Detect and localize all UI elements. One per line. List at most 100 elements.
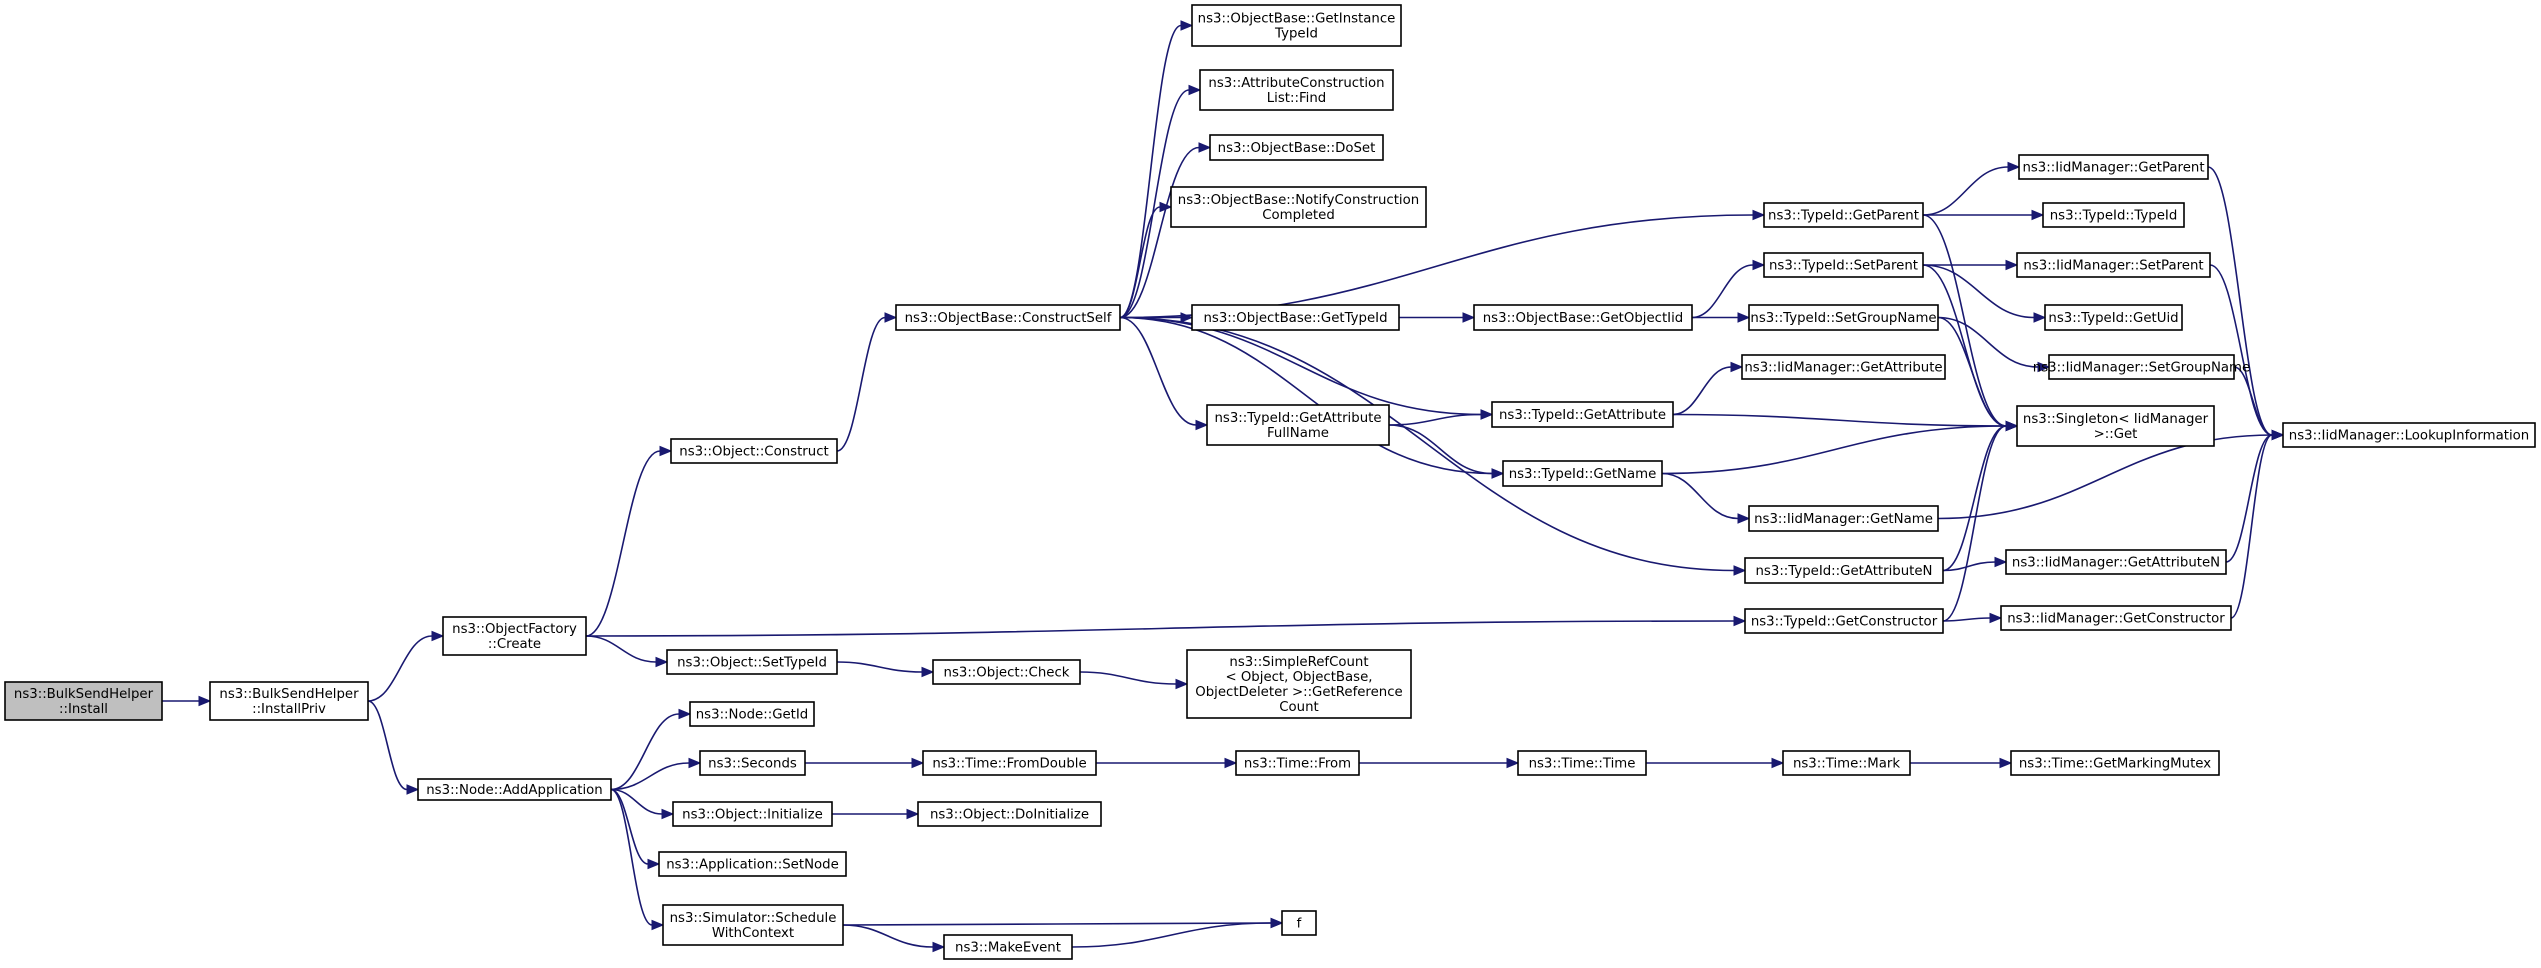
edge-n3-to-n5 (585, 445, 673, 637)
edge-line (1672, 366, 1732, 416)
graph-node-n5[interactable]: ns3::Object::Construct (670, 438, 838, 464)
node-box (672, 801, 833, 827)
edge-line (610, 788, 649, 865)
edge-n2-to-n4 (367, 700, 420, 795)
edge-arrowhead (1999, 757, 2013, 769)
graph-node-n33[interactable]: ns3::Object::Check (932, 659, 1081, 685)
graph-node-n36[interactable]: ns3::Seconds (699, 750, 806, 776)
edge-arrowhead (2031, 209, 2045, 221)
edge-line (1119, 146, 1200, 319)
node-label-line: WithContext (712, 926, 794, 941)
graph-node-n20[interactable]: ns3::IidManager::GetName (1748, 505, 1939, 532)
edge-line (1942, 617, 1991, 622)
edge-n13-to-n17 (1691, 259, 1766, 319)
graph-node-n22[interactable]: ns3::TypeId::GetConstructor (1744, 608, 1944, 634)
graph-node-n26[interactable]: ns3::TypeId::GetUid (2044, 304, 2183, 331)
node-box (2010, 750, 2220, 776)
edge-n16-to-n23 (1922, 161, 2021, 216)
node-box (1517, 750, 1647, 776)
graph-node-n35[interactable]: ns3::Node::GetId (689, 701, 815, 727)
graph-node-n9[interactable]: ns3::ObjectBase::DoSet (1209, 134, 1384, 161)
graph-node-n47[interactable]: f (1281, 910, 1317, 936)
graph-node-n38[interactable]: ns3::Time::From (1235, 750, 1360, 776)
graph-node-n40[interactable]: ns3::Time::Mark (1782, 750, 1911, 776)
graph-node-n29[interactable]: ns3::IidManager::GetAttributeN (2005, 549, 2227, 575)
node-label-line: ns3::TypeId::GetAttribute (1499, 408, 1666, 423)
edge-arrowhead (1180, 312, 1194, 323)
graph-node-n13[interactable]: ns3::ObjectBase::GetObjectIid (1473, 304, 1693, 331)
edge-n37-to-n38 (1096, 757, 1238, 769)
graph-node-n43[interactable]: ns3::Object::DoInitialize (917, 801, 1102, 827)
edge-arrowhead (1180, 20, 1194, 31)
node-label-line: ns3::BulkSendHelper (14, 687, 154, 702)
graph-node-n32[interactable]: ns3::Object::SetTypeId (666, 649, 838, 675)
edge-arrowhead (647, 858, 661, 870)
graph-node-n3[interactable]: ns3::ObjectFactory::Create (442, 616, 587, 656)
node-label-line: ns3::TypeId::TypeId (2050, 209, 2178, 224)
edge-n38-to-n39 (1359, 757, 1520, 769)
edge-line (1691, 264, 1754, 319)
graph-node-n31[interactable]: ns3::IidManager::LookupInformation (2282, 422, 2536, 448)
graph-node-n10[interactable]: ns3::ObjectBase::NotifyConstructionCompl… (1170, 186, 1427, 228)
graph-node-n41[interactable]: ns3::Time::GetMarkingMutex (2010, 750, 2220, 776)
graph-node-n14[interactable]: ns3::TypeId::GetAttribute (1491, 401, 1674, 428)
edge-n22-to-n28 (1942, 420, 2019, 622)
graph-node-n17[interactable]: ns3::TypeId::SetParent (1763, 252, 1924, 278)
graph-node-n37[interactable]: ns3::Time::FromDouble (922, 750, 1097, 776)
graph-node-n25[interactable]: ns3::IidManager::SetParent (2016, 252, 2211, 278)
graph-node-n24[interactable]: ns3::TypeId::TypeId (2042, 202, 2185, 228)
edge-line (2225, 434, 2273, 563)
edge-n3-to-n32 (585, 635, 669, 668)
graph-node-n39[interactable]: ns3::Time::Time (1517, 750, 1647, 776)
node-label-line: ns3::Time::Time (1529, 757, 1636, 772)
node-label-line: >::Get (2094, 427, 2138, 442)
edge-arrowhead (1224, 757, 1238, 769)
edge-arrowhead (1989, 612, 2003, 624)
edge-arrowhead (1752, 209, 1766, 221)
edge-line (842, 924, 934, 948)
node-label-line: ns3::Object::Construct (679, 445, 828, 460)
graph-node-n30[interactable]: ns3::IidManager::GetConstructor (2000, 605, 2232, 631)
edge-line (610, 713, 680, 791)
graph-node-n34[interactable]: ns3::SimpleRefCount< Object, ObjectBase,… (1186, 649, 1412, 719)
graph-node-n21[interactable]: ns3::TypeId::GetAttributeN (1744, 557, 1944, 584)
graph-node-n2[interactable]: ns3::BulkSendHelper::InstallPriv (209, 681, 369, 721)
node-box (2016, 252, 2211, 278)
graph-node-n11[interactable]: ns3::ObjectBase::GetTypeId (1191, 304, 1400, 331)
graph-node-n42[interactable]: ns3::Object::Initialize (672, 801, 833, 827)
node-label-line: ns3::TypeId::SetParent (1769, 259, 1918, 274)
node-box (662, 904, 844, 946)
graph-node-n27[interactable]: ns3::IidManager::SetGroupName (2033, 354, 2250, 380)
graph-node-n44[interactable]: ns3::Application::SetNode (658, 851, 847, 877)
graph-node-n28[interactable]: ns3::Singleton< IidManager >::Get (2016, 405, 2215, 447)
edge-arrowhead (1737, 513, 1751, 524)
edge-arrowhead (2033, 312, 2047, 323)
graph-node-n19[interactable]: ns3::IidManager::GetAttribute (1741, 354, 1946, 380)
edge-arrowhead (661, 808, 675, 820)
graph-node-n16[interactable]: ns3::TypeId::GetParent (1763, 202, 1924, 228)
node-box (1473, 304, 1693, 331)
edge-line (1071, 922, 1272, 948)
edge-arrowhead (1733, 615, 1747, 627)
node-label-line: ns3::TypeId::GetName (1509, 467, 1657, 482)
graph-node-n4[interactable]: ns3::Node::AddApplication (417, 778, 612, 801)
graph-node-n46[interactable]: ns3::MakeEvent (943, 934, 1073, 960)
node-box (699, 750, 806, 776)
edge-n42-to-n43 (831, 808, 920, 820)
edge-line (1119, 214, 1754, 319)
graph-node-n15[interactable]: ns3::TypeId::GetName (1502, 460, 1663, 487)
graph-node-n23[interactable]: ns3::IidManager::GetParent (2018, 154, 2209, 180)
graph-node-n6[interactable]: ns3::ObjectBase::ConstructSelf (895, 304, 1121, 331)
node-box (2016, 405, 2215, 447)
graph-node-n18[interactable]: ns3::TypeId::SetGroupName (1748, 304, 1939, 331)
edge-arrowhead (2037, 361, 2051, 373)
edge-arrowhead (1462, 312, 1476, 323)
edge-n18-to-n27 (1937, 316, 2051, 373)
edge-n2-to-n3 (367, 630, 445, 702)
node-box (922, 750, 1097, 776)
graph-node-n1[interactable]: ns3::BulkSendHelper::Install (4, 681, 163, 721)
